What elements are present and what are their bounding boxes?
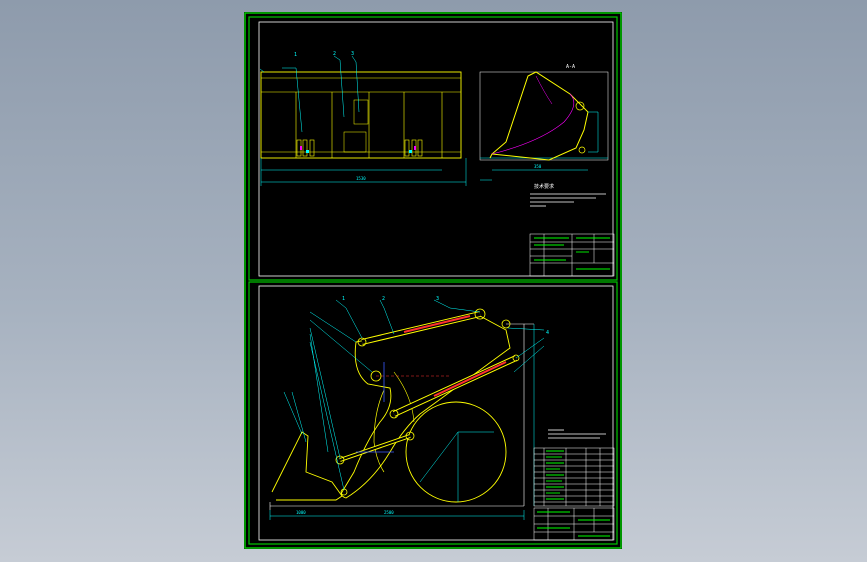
dim-left: 1000 bbox=[296, 510, 306, 515]
pivot-pins bbox=[335, 308, 520, 496]
upper-border bbox=[258, 21, 614, 277]
callout-2: 2 bbox=[333, 51, 336, 57]
lower-callout-1: 1 bbox=[342, 296, 345, 302]
outer-frame bbox=[244, 12, 622, 549]
title-block-upper bbox=[529, 233, 615, 277]
lower-sheet-frame bbox=[248, 281, 618, 545]
callout-3: 3 bbox=[351, 51, 354, 57]
section-label: A-A bbox=[566, 64, 575, 70]
dim-side: 350 bbox=[534, 164, 542, 169]
title-block-lower bbox=[533, 507, 615, 541]
bucket-front-view: 1 2 3 1530 bbox=[259, 51, 467, 186]
lower-border bbox=[258, 285, 614, 541]
parts-list bbox=[533, 447, 615, 507]
dim-overall: 1530 bbox=[356, 176, 366, 181]
drawing-sheet[interactable]: 1 2 3 1530 bbox=[244, 12, 622, 549]
wheel-outline bbox=[405, 401, 507, 503]
link-rod bbox=[339, 434, 411, 462]
notes-heading: 技术要求 bbox=[534, 183, 554, 190]
technical-notes: 技术要求 bbox=[530, 183, 606, 207]
lower-callout-2: 2 bbox=[382, 296, 385, 302]
lower-callout-3: 3 bbox=[436, 296, 439, 302]
bucket-side-view: A-A 350 bbox=[479, 64, 609, 181]
lower-callout-4: 4 bbox=[546, 330, 549, 336]
callout-1: 1 bbox=[294, 52, 297, 58]
drawing-canvas: 1 2 3 1530 bbox=[244, 12, 622, 549]
dim-base: 2500 bbox=[384, 510, 394, 515]
assembly-notes bbox=[548, 429, 606, 439]
upper-sheet-frame bbox=[248, 16, 618, 281]
lift-cylinder bbox=[361, 311, 481, 345]
tilt-cylinder bbox=[392, 355, 518, 417]
bucket-shape bbox=[271, 431, 343, 501]
linkage-assembly-view: 1 2 3 4 2500 1000 bbox=[269, 296, 549, 520]
